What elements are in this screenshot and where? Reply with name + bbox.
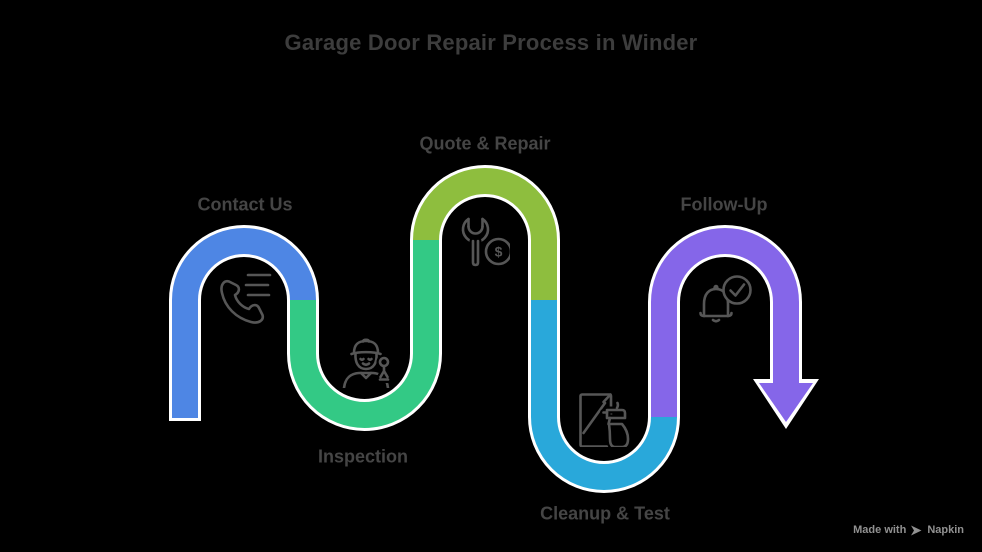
path-segment-inspection xyxy=(290,240,439,428)
napkin-logo-icon xyxy=(911,525,922,535)
step-label-follow-up: Follow-Up xyxy=(680,194,768,215)
watermark-link[interactable]: Made with Napkin xyxy=(853,524,964,536)
path-segment-cleanup-test xyxy=(531,300,677,490)
path-segment-follow-up xyxy=(651,228,799,417)
arrowhead xyxy=(759,383,813,422)
watermark-prefix: Made with xyxy=(853,524,907,536)
step-label-cleanup-test: Cleanup & Test xyxy=(540,503,670,524)
wrench-dollar-icon: $ xyxy=(461,217,510,268)
step-label-contact-us: Contact Us xyxy=(197,194,293,215)
panel-spray-icon xyxy=(579,393,632,447)
path-segment-quote-repair xyxy=(413,168,557,300)
step-label-inspection: Inspection xyxy=(317,446,409,467)
page-title: Garage Door Repair Process in Winder xyxy=(284,30,698,55)
step-label-quote-repair: Quote & Repair xyxy=(419,133,551,154)
bell-check-icon xyxy=(699,275,752,323)
path-segment-contact-us xyxy=(172,228,316,418)
svg-text:$: $ xyxy=(495,244,503,260)
phone-lines-icon xyxy=(220,273,272,324)
watermark-brand: Napkin xyxy=(927,524,964,536)
worker-hardhat-icon xyxy=(342,338,392,388)
